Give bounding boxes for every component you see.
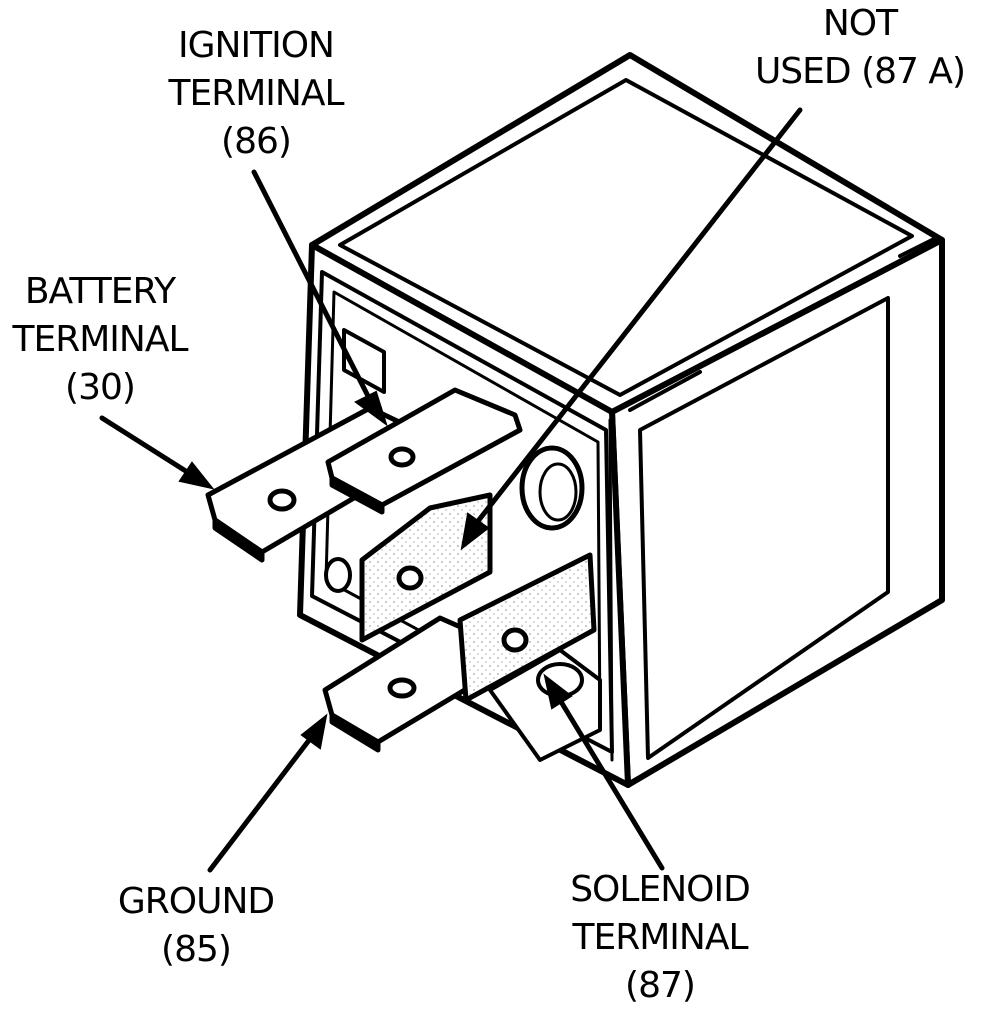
label-ignition-line1: IGNITION (178, 25, 335, 66)
label-solenoid-terminal: SOLENOID TERMINAL (87) (552, 866, 768, 1010)
relay-side-hole (324, 557, 352, 593)
label-not-used: NOT USED (87 A) (738, 0, 982, 96)
label-not-used-line2: USED (87 A) (754, 51, 966, 92)
label-ground-line2: (85) (161, 929, 232, 970)
relay-top-face-inset (338, 78, 914, 397)
label-solenoid-line3: (87) (625, 965, 696, 1006)
label-battery-line2: TERMINAL (12, 319, 188, 360)
arrow-solenoid (543, 673, 665, 871)
relay-recess-tab (342, 328, 386, 394)
label-ignition-line2: TERMINAL (168, 73, 344, 114)
label-solenoid-line2: TERMINAL (572, 917, 748, 958)
blade-87 (457, 552, 597, 703)
label-ground-line1: GROUND (117, 881, 275, 922)
relay-right-face-inset (638, 296, 890, 760)
blade-87a (359, 492, 493, 643)
label-solenoid-line1: SOLENOID (570, 869, 751, 910)
label-battery-line3: (30) (65, 367, 136, 408)
label-ignition-line3: (86) (221, 121, 292, 162)
label-battery-terminal: BATTERY TERMINAL (30) (2, 268, 198, 412)
leader-arrows (99, 107, 803, 873)
label-ground: GROUND (85) (100, 878, 292, 974)
terminal-blades (205, 387, 597, 753)
label-ignition-terminal: IGNITION TERMINAL (86) (150, 22, 362, 166)
blade-86 (325, 387, 523, 515)
arrow-battery (99, 415, 215, 490)
label-not-used-line1: NOT (822, 3, 898, 44)
arrow-ignition (251, 169, 388, 427)
label-battery-line1: BATTERY (24, 271, 176, 312)
arrow-not-used (460, 107, 803, 551)
arrow-ground (207, 713, 328, 873)
